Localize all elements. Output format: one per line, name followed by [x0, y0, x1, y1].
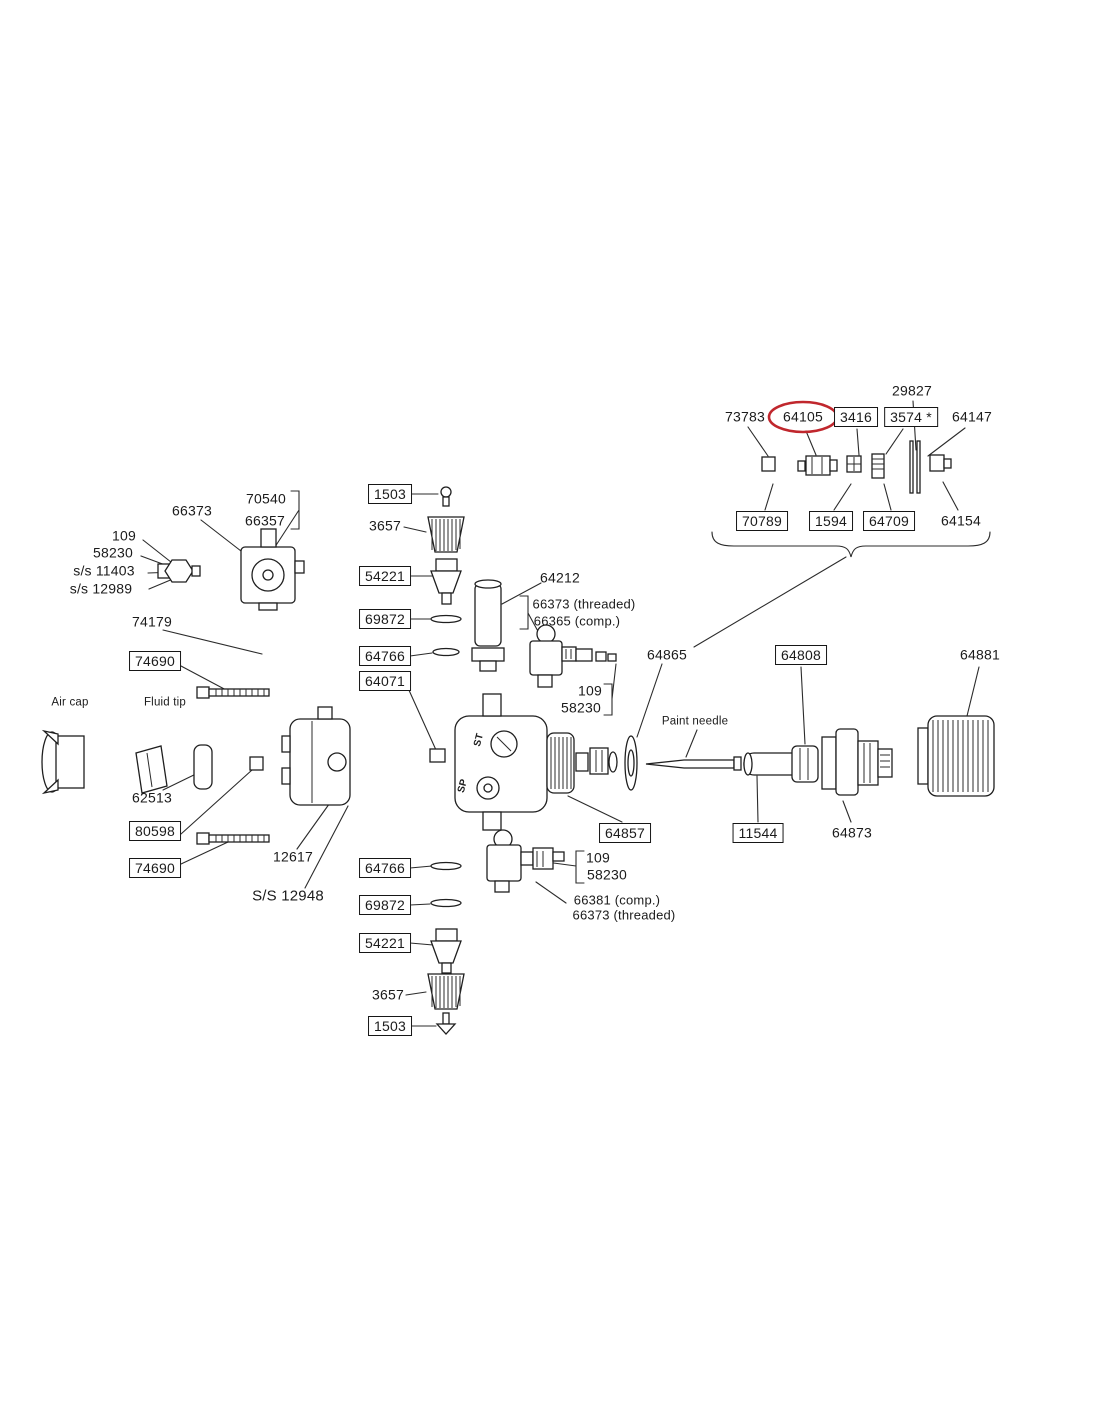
label-66373-threaded-bottom: 66373 (threaded) [572, 907, 676, 923]
label-3657-bottom: 3657 [372, 986, 404, 1003]
baffle-drawing [193, 744, 264, 790]
label-54221-bottom: 54221 [359, 933, 411, 953]
gun-main-body-drawing [454, 693, 548, 831]
label-64212: 64212 [540, 569, 580, 586]
leader-lines [140, 400, 991, 1027]
label-109-low: 109 [586, 849, 610, 866]
label-70540: 70540 [246, 490, 286, 507]
label-66381-comp: 66381 (comp.) [573, 892, 661, 908]
label-74690-top: 74690 [129, 651, 181, 671]
gun-front-body-drawing [281, 706, 351, 806]
label-58230-low: 58230 [587, 866, 627, 883]
label-64808: 64808 [775, 645, 827, 665]
label-66357: 66357 [245, 512, 285, 529]
label-1594: 1594 [809, 511, 853, 531]
label-air-cap: Air cap [51, 696, 89, 709]
label-1503-bottom: 1503 [368, 1016, 412, 1036]
label-64154: 64154 [941, 512, 981, 529]
inlet-fitting-drawing [157, 559, 201, 583]
label-58230-mid: 58230 [561, 699, 601, 716]
label-3574: 3574 * [884, 407, 938, 427]
label-1503-top: 1503 [368, 484, 412, 504]
sleeve-64808-drawing [791, 745, 819, 783]
label-64881: 64881 [960, 646, 1000, 663]
label-69872-bottom: 69872 [359, 895, 411, 915]
label-58230-left: 58230 [93, 544, 133, 561]
label-12617: 12617 [273, 848, 313, 865]
air-cap-drawing [41, 729, 85, 795]
label-66373-threaded-top: 66373 (threaded) [532, 596, 636, 612]
label-3657-top: 3657 [369, 517, 401, 534]
label-62513: 62513 [132, 789, 172, 806]
label-109-left: 109 [112, 527, 136, 544]
label-64766-top: 64766 [359, 646, 411, 666]
label-29827: 29827 [892, 382, 932, 399]
fluid-tip-drawing [135, 745, 168, 794]
label-66373-left: 66373 [172, 502, 212, 519]
label-66365-comp: 66365 (comp.) [533, 613, 621, 629]
label-109-mid: 109 [578, 682, 602, 699]
label-64071: 64071 [359, 671, 411, 691]
needle-packing-parts-drawing [761, 440, 952, 494]
label-70789: 70789 [736, 511, 788, 531]
label-54221-top: 54221 [359, 566, 411, 586]
spring-housing-64873-drawing [821, 728, 893, 796]
label-ss12989: s/s 12989 [69, 580, 133, 597]
label-64857: 64857 [599, 823, 651, 843]
hatch-lines [146, 457, 989, 1008]
valve-66365-drawing [529, 624, 617, 688]
bracket-109-58230-mid [603, 663, 617, 716]
label-74179: 74179 [132, 613, 172, 630]
label-paint-needle: Paint needle [661, 715, 729, 728]
label-64873: 64873 [832, 824, 872, 841]
mounting-screw-top-drawing [196, 686, 270, 699]
valve-body-drawing [240, 528, 305, 611]
label-fluid-tip: Fluid tip [143, 696, 187, 709]
label-64865: 64865 [647, 646, 687, 663]
label-ss12948: S/S 12948 [252, 887, 324, 905]
bottom-valve-stack-drawing [427, 861, 465, 1035]
label-64709: 64709 [863, 511, 915, 531]
label-64766-bottom: 64766 [359, 858, 411, 878]
label-73783: 73783 [725, 408, 765, 425]
needle-gland-drawing [575, 735, 638, 791]
valve-66381-drawing [486, 829, 565, 893]
top-valve-stack-drawing [427, 486, 465, 763]
paint-needle-drawing [645, 756, 742, 771]
label-80598: 80598 [129, 821, 181, 841]
label-ss11403: s/s 11403 [73, 562, 135, 579]
cylinder-64212-drawing [471, 579, 505, 672]
label-64147: 64147 [952, 408, 992, 425]
label-3416: 3416 [834, 407, 878, 427]
part-drawings [41, 440, 995, 1035]
label-69872-top: 69872 [359, 609, 411, 629]
label-74690-bottom: 74690 [129, 858, 181, 878]
grouping-brace [711, 531, 991, 558]
mounting-screw-bottom-drawing [196, 832, 270, 845]
label-11544: 11544 [732, 823, 784, 843]
label-64105-highlighted: 64105 [783, 408, 823, 425]
